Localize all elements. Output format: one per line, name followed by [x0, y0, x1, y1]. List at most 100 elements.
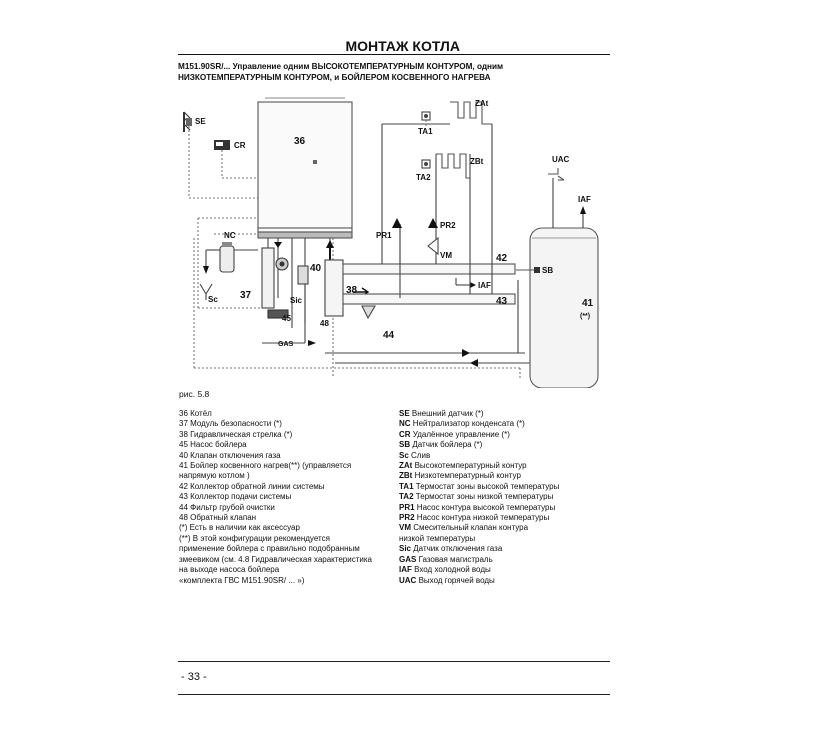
legend-description: Датчик бойлера (*) [412, 440, 483, 450]
legend-right-item: Sc Слив [399, 451, 614, 461]
label-36: 36 [294, 136, 306, 147]
legend-code: TA2 [399, 492, 414, 502]
label-vm: VM [440, 251, 452, 260]
legend-description: Внешний датчик (*) [411, 409, 484, 418]
legend-description: низкой температуры [399, 533, 476, 543]
label-cr: CR [234, 141, 246, 150]
label-gas: GAS [278, 341, 294, 348]
label-38: 38 [346, 285, 358, 296]
boiler-36: 36 [257, 97, 353, 233]
legend-code: VM [399, 523, 411, 533]
legend-right-item: CR Удалённое управление (*) [399, 430, 614, 440]
legend-code: TA1 [399, 481, 414, 491]
hydraulic-separator-38: 38 48 44 [320, 259, 395, 341]
legend-codes: SE Внешний датчик (*)NC Нейтрализатор ко… [399, 409, 614, 586]
legend-description: Высокотемпературный контур [414, 461, 527, 471]
legend-code: Sic [399, 544, 412, 554]
legend-description: Смесительный клапан контура [413, 523, 529, 533]
label-iaf-1: IAF [478, 281, 491, 290]
legend-left-item: 36 Котёл [179, 409, 212, 418]
figure-subtitle: M151.90SR/... Управление одним ВЫСОКОТЕМ… [178, 62, 578, 83]
external-sensor-se: SE [183, 111, 206, 198]
legend-left-item: 42 Коллектор обратной линии системы [179, 481, 325, 491]
legend-right-item: ZAt Высокотемпературный контур [399, 461, 614, 471]
legend-right-item: SB Датчик бойлера (*) [399, 440, 614, 450]
label-sc: Sc [208, 295, 218, 304]
legend-left-item: 38 Гидравлическая стрелка (*) [179, 429, 293, 439]
legend-right-item: NC Нейтрализатор конденсата (*) [399, 419, 614, 429]
legend-description: Низкотемпературный контур [414, 471, 521, 481]
legend-right-item: TA1 Термостат зоны высокой температуры [399, 482, 614, 492]
legend-code: GAS [399, 554, 417, 564]
legend-description: Слив [411, 450, 431, 460]
legend-description: Термостат зоны низкой температуры [415, 492, 554, 502]
section-title: МОНТАЖ КОТЛА [345, 38, 460, 54]
label-iaf-2: IAF [578, 195, 591, 204]
legend-left-item: 41 Бойлер косвенного нагрев(**) (управля… [179, 461, 352, 471]
legend-description: Датчик отключения газа [413, 544, 503, 554]
legend-code: Sc [399, 450, 409, 460]
legend-right-item: UAC Выход горячей воды [399, 576, 614, 586]
legend-description: Нейтрализатор конденсата (*) [412, 419, 525, 429]
legend-left-item: 40 Клапан отключения газа [179, 450, 281, 460]
legend-description: Термостат зоны высокой температуры [415, 481, 560, 491]
legend-right-item: Sic Датчик отключения газа [399, 544, 614, 554]
gas-valve-40: 40 Sic GAS [262, 263, 322, 348]
legend-right-item: IAF Вход холодной воды [399, 565, 614, 575]
legend-left-item: (*) Есть в наличии как аксессуар [179, 523, 300, 533]
safety-module-37: 37 45 [240, 247, 291, 323]
subtitle-line-2: НИЗКОТЕМПЕРАТУРНЫМ КОНТУРОМ, и БОЙЛЕРОМ … [178, 72, 491, 82]
label-41-note: (**) [580, 313, 590, 320]
legend-right-item: PR2 Насос контура низкой температуры [399, 513, 614, 523]
page-number: - 33 - [181, 671, 207, 683]
label-nc: NC [224, 231, 236, 240]
footer-divider-bottom [178, 694, 610, 695]
subtitle-line-1: M151.90SR/... Управление одним ВЫСОКОТЕМ… [178, 62, 504, 71]
label-41: 41 [582, 298, 594, 309]
label-37: 37 [240, 290, 252, 301]
legend-code: SE [399, 409, 410, 418]
legend-right-item: ZBt Низкотемпературный контур [399, 471, 614, 481]
label-sb: SB [542, 266, 553, 275]
legend-left-item: змеевиком (см. 4.8 Гидравлическая характ… [179, 554, 372, 564]
label-40: 40 [310, 263, 322, 274]
legend-code: ZAt [399, 461, 413, 471]
legend-code: PR2 [399, 513, 415, 523]
legend-right-item: VM Смесительный клапан контура [399, 523, 614, 533]
figure-caption: рис. 5.8 [179, 389, 210, 399]
legend-left-item: (**) В этой конфигурации рекомендуется [179, 533, 330, 543]
legend-code: PR1 [399, 502, 415, 512]
legend-left-item: 48 Обратный клапан [179, 513, 257, 523]
label-48: 48 [320, 319, 329, 328]
label-sic: Sic [290, 296, 303, 305]
label-43: 43 [496, 296, 508, 307]
label-pr2: PR2 [440, 221, 456, 230]
header-divider [178, 54, 610, 55]
legend-left-item: «комплекта ГВС M151.90SR/ ... ») [179, 575, 305, 585]
label-zat: ZAt [475, 99, 489, 108]
legend-right-item: PR1 Насос контура высокой температуры [399, 503, 614, 513]
legend-left-item: 43 Коллектор подачи системы [179, 492, 292, 502]
legend-code: CR [399, 429, 411, 439]
legend-left-item: 45 Насос бойлера [179, 440, 247, 450]
legend-description: Удалённое управление (*) [412, 429, 510, 439]
legend-right-item: низкой температуры [399, 534, 614, 544]
indirect-boiler-41: 41 (**) UAC IAF SB [516, 155, 599, 388]
legend-right-item: GAS Газовая магистраль [399, 555, 614, 565]
label-44: 44 [383, 330, 395, 341]
label-45: 45 [282, 314, 291, 323]
legend-code: UAC [399, 575, 417, 585]
legend-code: ZBt [399, 471, 413, 481]
label-uac: UAC [552, 155, 570, 164]
label-zbt: ZBt [470, 157, 484, 166]
footer-divider-top [178, 661, 610, 662]
legend-right-item: SE Внешний датчик (*) [399, 409, 614, 419]
label-se: SE [195, 117, 206, 126]
legend-code: IAF [399, 565, 412, 575]
legend-description: Газовая магистраль [418, 554, 493, 564]
hydraulic-diagram: SE CR 36 [183, 97, 599, 388]
condensate-neutralizer-nc: NC Sc [199, 231, 258, 304]
legend-description: Выход горячей воды [418, 575, 495, 585]
